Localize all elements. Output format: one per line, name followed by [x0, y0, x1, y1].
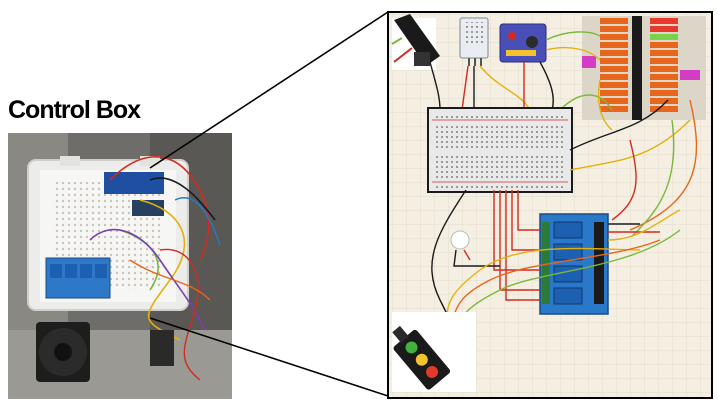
motor-driver-shield [499, 23, 547, 63]
dht-sensor [459, 17, 489, 66]
breadboard [427, 107, 573, 193]
control-box-photo [8, 133, 232, 399]
traffic-light-module [392, 312, 476, 392]
wiring-schematic [387, 11, 713, 399]
soil-moisture-sensor [391, 14, 440, 70]
relay-module-4ch [539, 213, 609, 315]
zoom-line-bottom [149, 317, 389, 397]
zoom-line-top [149, 11, 389, 169]
photo-title: Control Box [8, 96, 141, 124]
microcontroller-pin-header [582, 16, 706, 120]
